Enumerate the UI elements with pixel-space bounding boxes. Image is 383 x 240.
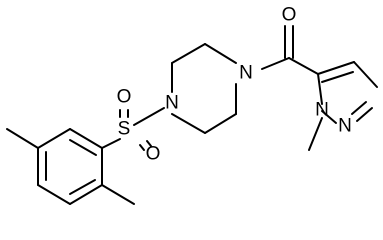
bond-pyr-1-inner xyxy=(321,71,354,83)
bond-s-to-ring xyxy=(101,138,121,149)
bond-carbonyl-to-n xyxy=(261,57,290,70)
bond-pyr-3 xyxy=(356,107,373,122)
bond-pyr-5 xyxy=(317,73,323,105)
bond-methyl-top xyxy=(6,128,39,149)
atom-n-pyrazole-ring: N xyxy=(338,116,352,137)
bond-benz-5 xyxy=(69,184,103,205)
atom-o-sulfonyl-top: O xyxy=(117,87,132,108)
bond-pyr-1 xyxy=(317,61,355,75)
bond-carbonyl-to-pyrazole xyxy=(288,57,319,75)
bond-pip-4 xyxy=(171,113,206,134)
bond-pyr-3-inner xyxy=(351,101,367,115)
atom-n-pyrazole-methyl: N xyxy=(315,100,329,121)
bond-benz-5-inner xyxy=(69,179,96,195)
bond-so-bottom-a xyxy=(139,144,145,151)
bond-benz-1 xyxy=(69,128,103,149)
atom-o-sulfonyl-bottom: O xyxy=(146,144,161,165)
atom-o-carbonyl: O xyxy=(282,5,297,26)
molecule-drawing: O N N S O O N N xyxy=(6,5,378,205)
bond-pip-1 xyxy=(204,43,237,64)
bond-pip-5 xyxy=(204,113,237,134)
atom-labels: O N N S O O N N xyxy=(117,5,352,165)
bond-methyl-bottom xyxy=(101,184,135,205)
atom-s-sulfonyl: S xyxy=(118,119,131,140)
bond-pip-2 xyxy=(171,43,206,64)
atom-n-piperazine-right: N xyxy=(239,63,253,84)
structure-diagram: O N N S O O N N xyxy=(6,4,378,205)
bond-pyr-4 xyxy=(321,110,337,124)
atom-n-piperazine-left: N xyxy=(165,93,179,114)
bond-so-bottom-b xyxy=(146,140,152,147)
bond-pyr-n-methyl xyxy=(308,117,323,151)
bonds xyxy=(6,25,378,205)
bond-benz-4 xyxy=(37,184,71,205)
bond-benz-2 xyxy=(37,128,71,149)
bond-pyr-2 xyxy=(353,61,378,88)
bond-benz-1-inner xyxy=(69,139,97,156)
bond-n-to-s xyxy=(133,107,165,126)
